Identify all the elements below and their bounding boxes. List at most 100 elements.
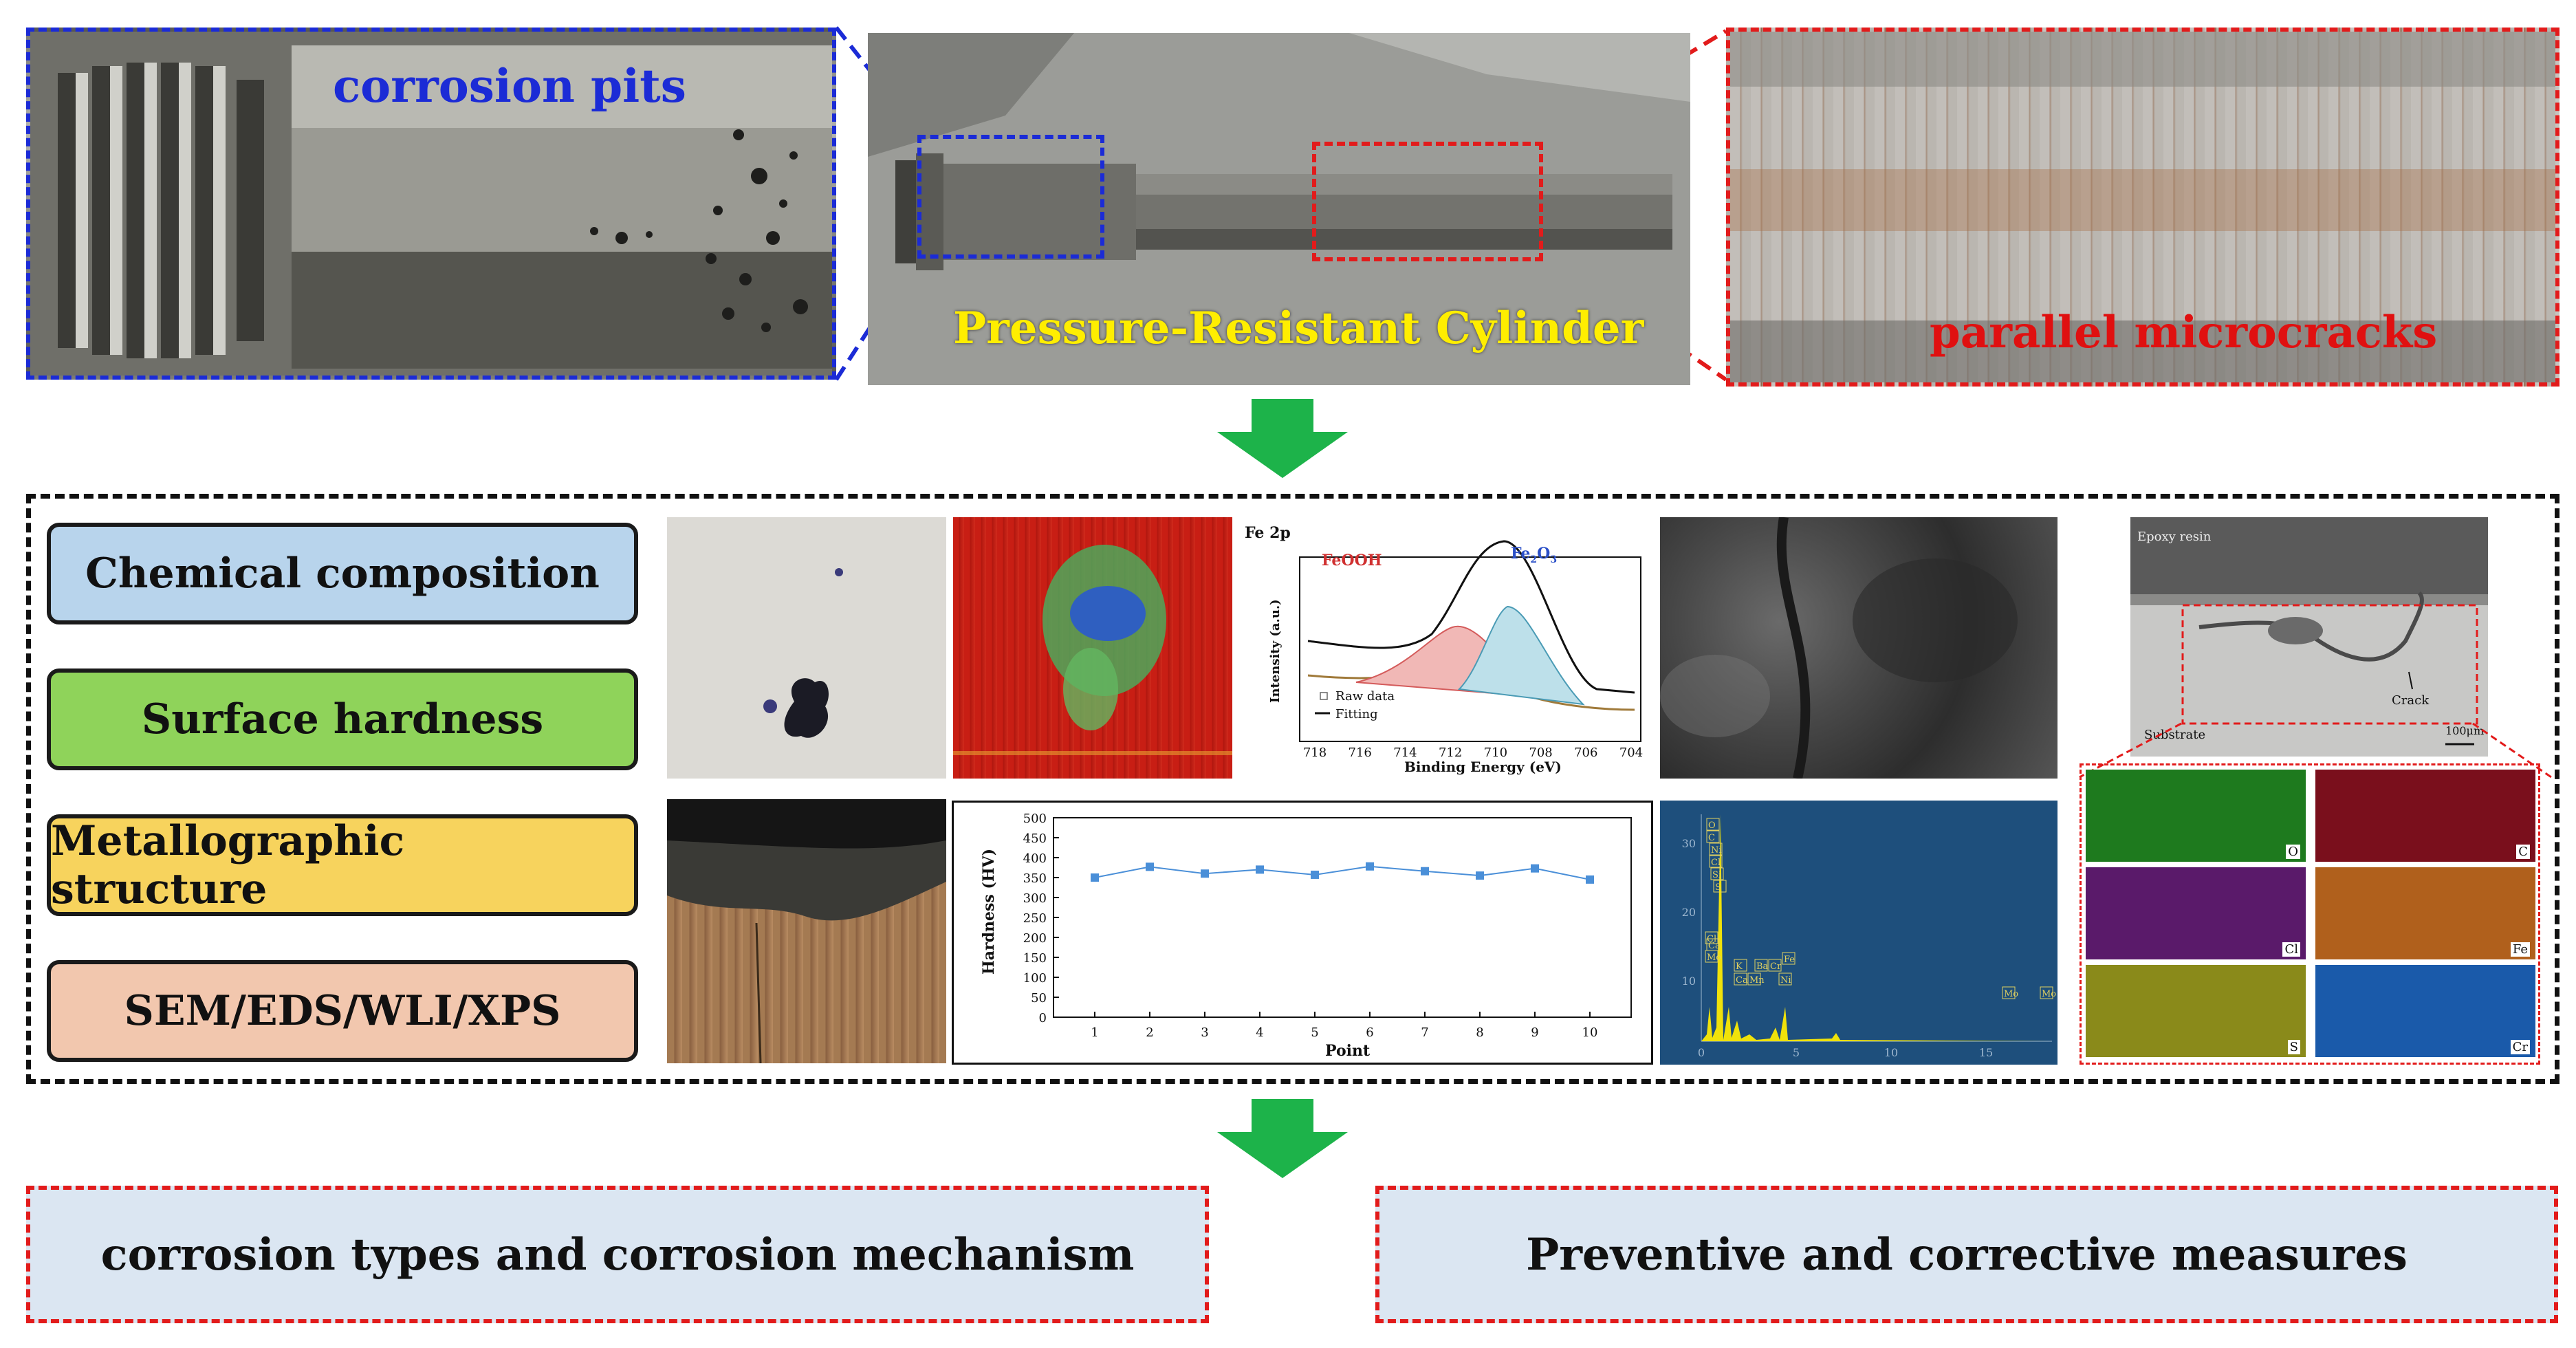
xps-xtick-label: 714 — [1393, 746, 1417, 760]
hardness-xtick-label: 1 — [1091, 1025, 1098, 1040]
hardness-ytick-label: 50 — [1031, 991, 1047, 1005]
eds-peak-box — [1747, 972, 1761, 986]
eds-peak-box — [1706, 830, 1720, 843]
pressure-cylinder-photo: Pressure-Resistant Cylinder — [868, 33, 1690, 385]
eds-peak-label: Mn — [1749, 975, 1765, 986]
eds-peak-box — [1754, 959, 1768, 972]
hardness-point-6 — [1366, 862, 1374, 871]
eds-peak-label: Mo — [2042, 989, 2056, 999]
hardness-xtick-label: 8 — [1476, 1025, 1483, 1040]
corrosion-pits-photo: corrosion pits — [26, 28, 836, 380]
xps-peak-feooh: FeOOH — [1322, 552, 1382, 569]
hardness-series-line — [1094, 865, 1591, 880]
method-label: Chemical composition — [85, 550, 600, 598]
xps-ylabel: Intensity (a.u.) — [1268, 599, 1282, 703]
analysis-methods-panel — [26, 494, 2559, 1084]
eds-ytick-label: 30 — [1682, 837, 1696, 850]
eds-peak-label: Mo — [2004, 989, 2018, 999]
hardness-xtick-label: 4 — [1256, 1025, 1263, 1040]
eds-peak-label: Ca — [1708, 941, 1721, 951]
hardness-xtick-label: 3 — [1201, 1025, 1208, 1040]
hardness-ytick-label: 400 — [1023, 851, 1047, 866]
hardness-ytick-label: 150 — [1023, 951, 1047, 966]
conclusion-mechanism-text: corrosion types and corrosion mechanism — [100, 1228, 1135, 1281]
eds-ytick-label: 10 — [1682, 975, 1696, 988]
hardness-xtick-label: 6 — [1366, 1025, 1373, 1040]
hardness-point-3 — [1201, 869, 1209, 878]
eds-map-cl: Cl — [2086, 867, 2306, 959]
eds-peak-box — [1709, 855, 1723, 868]
eds-map-s-label: S — [2287, 1040, 2300, 1054]
eds-peak-box — [1710, 867, 1724, 880]
eds-map-fe: Fe — [2315, 867, 2535, 959]
eds-peak-box — [1713, 880, 1727, 893]
corrosion-pits-label: corrosion pits — [333, 59, 686, 113]
hardness-ytick-label: 100 — [1023, 971, 1047, 986]
wli-height-map — [953, 517, 1232, 779]
sem-texture — [1660, 517, 2018, 779]
hardness-xtick-label: 9 — [1531, 1025, 1538, 1040]
wli-pit-region — [953, 545, 1232, 755]
down-arrow-icon — [1217, 399, 1348, 478]
eds-peak-box — [1705, 931, 1718, 944]
cross-section-sem: Epoxy resin Substrate Crack 100μm — [2130, 517, 2488, 757]
method-label: SEM/EDS/WLI/XPS — [124, 987, 561, 1035]
hardness-ytick-label: 200 — [1023, 931, 1047, 946]
hardness-plot-frame — [1053, 817, 1632, 1018]
eds-peak-label: Fe — [1784, 955, 1795, 965]
substrate-label: Substrate — [2144, 728, 2205, 742]
method-sem-eds: SEM/EDS/WLI/XPS — [47, 960, 638, 1062]
xps-xlabel: Binding Energy (eV) — [1404, 759, 1562, 775]
microcracks-texture — [1730, 32, 2555, 382]
hardness-point-4 — [1256, 865, 1264, 874]
eds-peak-label: Ni — [1711, 845, 1722, 856]
eds-peak-box — [1709, 842, 1723, 856]
xps-xtick-label: 716 — [1349, 746, 1372, 760]
eds-peak-box — [1734, 959, 1747, 972]
cracks-region-marker — [1312, 142, 1543, 261]
eds-map-o-label: O — [2286, 845, 2300, 859]
eds-map-grid: O C Cl Fe S Cr — [2080, 763, 2540, 1065]
xps-spectrum: Fe 2p FeOOH Fe2O3 Raw data Fitting Inten… — [1245, 524, 1643, 775]
threaded-cylinder-illustration — [30, 32, 832, 376]
eds-map-cr-label: Cr — [2510, 1040, 2530, 1054]
xps-peak-fe2o3: Fe2O3 — [1511, 545, 1557, 565]
sem-micrograph — [1660, 517, 2057, 779]
hardness-xtick-label: 10 — [1582, 1025, 1598, 1040]
eds-peak-label: Cr — [1770, 961, 1782, 972]
xps-xtick-label: 704 — [1619, 746, 1643, 760]
eds-map-c: C — [2315, 770, 2535, 862]
eds-map-o: O — [2086, 770, 2306, 862]
eds-peak-label: C — [1708, 833, 1715, 843]
hardness-ytick-label: 450 — [1023, 831, 1047, 846]
eds-peak-label: Ba — [1756, 961, 1769, 972]
down-arrow-2-icon — [1217, 1099, 1348, 1178]
crack-label: Crack — [2392, 693, 2430, 708]
eds-map-s: S — [2086, 965, 2306, 1057]
xps-legend-fit: Fitting — [1335, 707, 1378, 721]
conclusion-measures-text: Preventive and corrective measures — [1526, 1228, 2408, 1281]
microcracks-photo: parallel microcracks — [1726, 28, 2559, 387]
conclusion-mechanism: corrosion types and corrosion mechanism — [26, 1186, 1209, 1323]
xps-xtick-label: 708 — [1529, 746, 1552, 760]
hardness-ytick-label: 350 — [1023, 871, 1047, 886]
hardness-xtick-label: 2 — [1146, 1025, 1153, 1040]
eds-peak-box — [1768, 959, 1782, 972]
eds-peak-label: Ca — [1736, 975, 1748, 986]
xps-xtick-label: 712 — [1439, 746, 1462, 760]
method-label: Metallographic structure — [51, 817, 405, 913]
xps-title: Fe 2p — [1245, 524, 1291, 542]
method-chemical-composition: Chemical composition — [47, 523, 638, 624]
eds-peak-label: Cl — [1711, 858, 1721, 868]
eds-peak-box — [1705, 950, 1718, 963]
xps-spectrum-panel: Fe 2p FeOOH Fe2O3 Raw data Fitting Inten… — [1239, 517, 1655, 779]
eds-peak-box — [1706, 818, 1720, 831]
hardness-ytick-label: 500 — [1023, 812, 1047, 826]
xps-xtick-label: 718 — [1303, 746, 1327, 760]
cylinder-rod-illustration — [868, 33, 1690, 385]
hardness-xtick-label: 5 — [1311, 1025, 1318, 1040]
hardness-point-8 — [1476, 871, 1484, 880]
